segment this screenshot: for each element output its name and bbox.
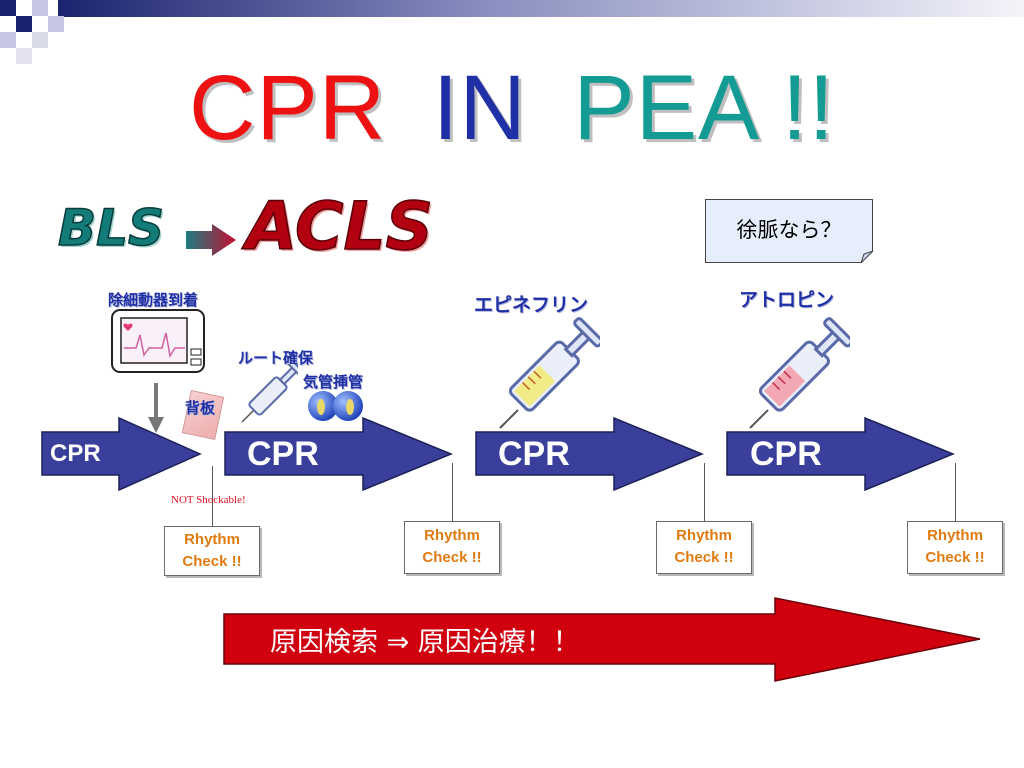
cpr-label-4: CPR [750,435,822,473]
cpr-arrow-2 [224,417,453,492]
callout-fold-icon [861,251,874,264]
rhythm-check-connector [212,466,213,526]
title-in: IN [432,57,527,159]
rhythm-check-line2: Check !! [422,549,482,566]
epinephrine-syringe-icon [499,317,600,429]
syringe-icon [241,364,298,423]
epinephrine-label: エピネフリン [474,294,589,316]
cause-treatment-arrow [223,597,981,682]
rhythm-check-line2: Check !! [925,549,985,566]
not-shockable-note: NOT Shockable! [171,494,246,506]
corner-decoration [0,0,1024,64]
right-arrow-icon [186,224,236,256]
backboard-label: 背板 [185,399,216,417]
rhythm-check-box-3: Rhythm Check !! [656,521,752,574]
rhythm-check-line2: Check !! [182,553,242,570]
cpr-label-1: CPR [50,440,101,467]
bradycardia-callout: 徐脈なら？ [705,199,873,263]
cpr-arrow-3 [475,417,704,492]
rhythm-check-line2: Check !! [674,549,734,566]
rhythm-check-line1: Rhythm [927,527,983,544]
rhythm-check-line1: Rhythm [184,531,240,548]
title-pea: PEA !! [573,57,836,159]
rhythm-check-connector [452,463,453,521]
page-title: CPR IN PEA !! [0,62,1024,154]
cause-treatment-text: 原因検索 ⇒ 原因治療！！ [270,627,580,658]
bls-label: BLS [57,199,164,257]
down-arrow-icon [148,383,164,433]
title-cpr: CPR [188,57,387,159]
rhythm-check-box-1: Rhythm Check !! [164,526,260,576]
rhythm-check-line1: Rhythm [424,527,480,544]
iv-access-label: ルート確保 [238,349,314,367]
acls-label: ACLS [245,188,434,265]
rhythm-check-connector [955,463,956,521]
defibrillator-arrival-label: 除細動器到着 [108,291,199,309]
rhythm-check-line1: Rhythm [676,527,732,544]
atropine-syringe-icon [749,317,850,429]
cpr-label-2: CPR [247,435,319,473]
rhythm-check-box-4: Rhythm Check !! [907,521,1003,574]
rhythm-check-box-2: Rhythm Check !! [404,521,500,574]
cpr-arrow-1 [41,417,202,492]
monitor-icon [111,309,205,373]
lungs-icon [308,391,363,421]
callout-text: 徐脈なら？ [736,218,842,242]
intubation-label: 気管挿管 [303,373,364,391]
cpr-label-3: CPR [498,435,570,473]
atropine-label: アトロピン [739,289,835,311]
rhythm-check-connector [704,463,705,521]
cpr-arrow-4 [726,417,955,492]
